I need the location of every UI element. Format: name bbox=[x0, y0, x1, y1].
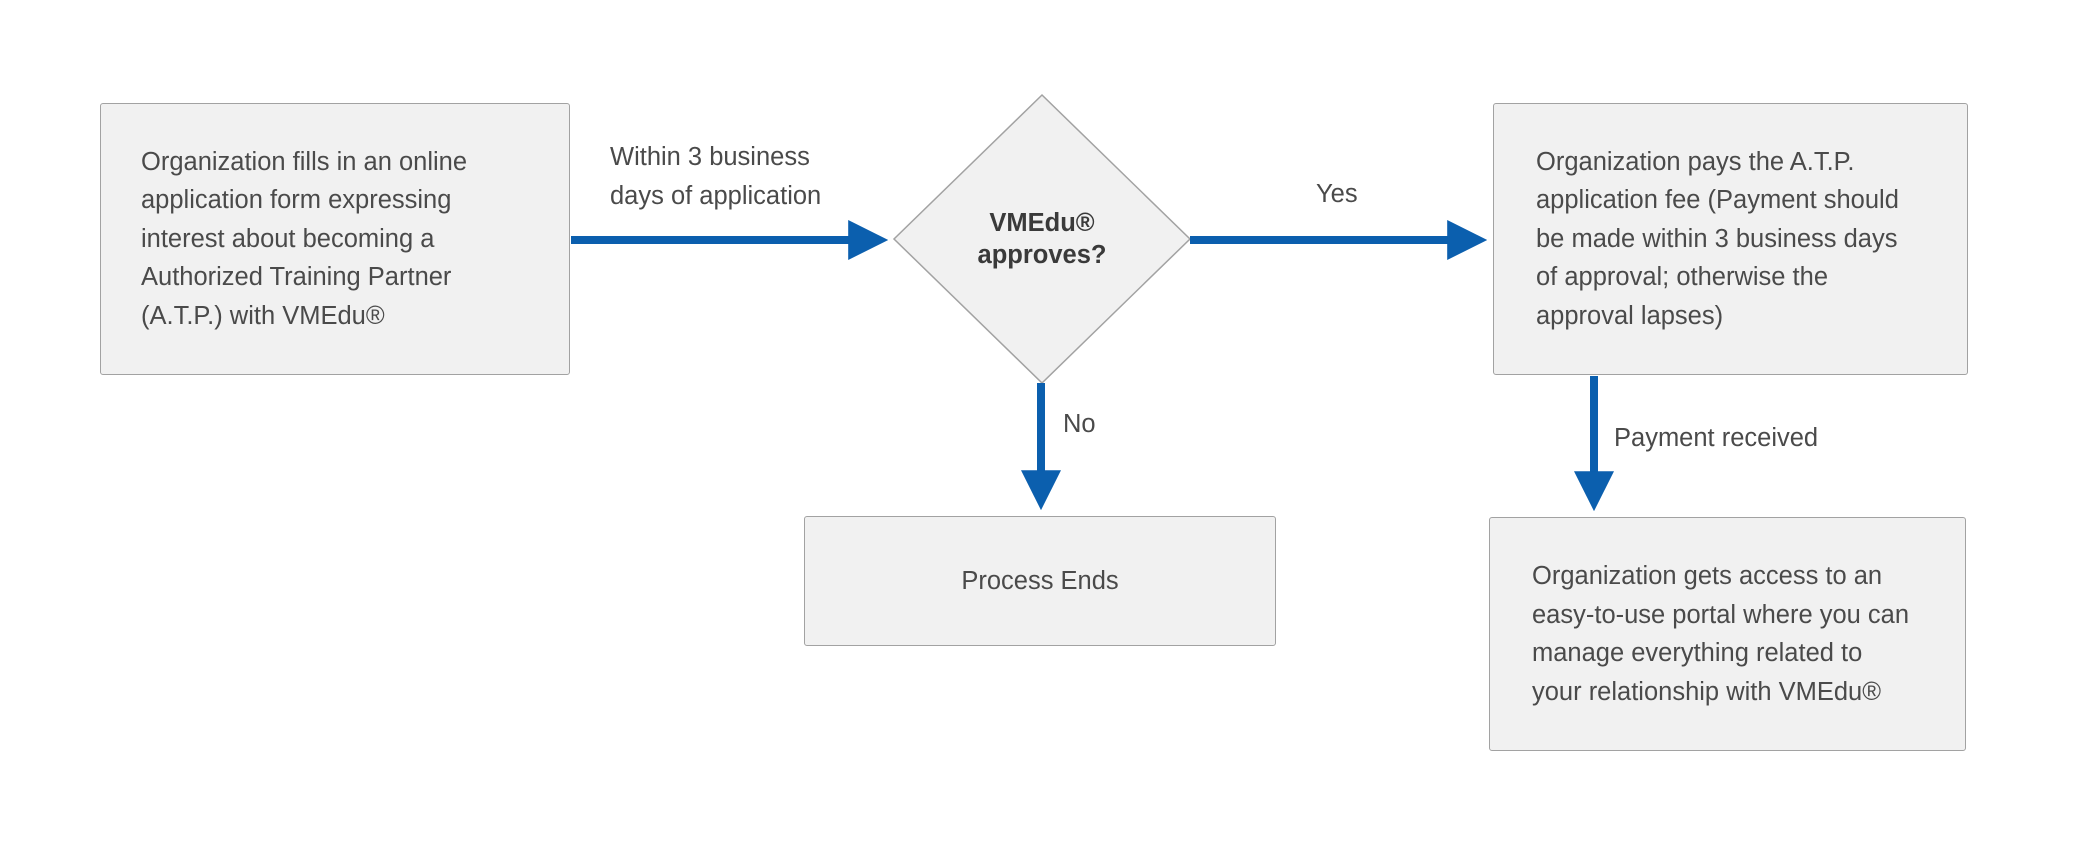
edge-label-payment-received: Payment received bbox=[1614, 424, 1819, 452]
node-application-label: Organization fills in an online applicat… bbox=[141, 147, 468, 330]
edge-label-within-3-business-days: Within 3 business days of application bbox=[610, 143, 822, 210]
node-payment-label: Organization pays the A.T.P. application… bbox=[1536, 147, 1899, 330]
node-portal-label: Organization gets access to an easy-to-u… bbox=[1532, 562, 1910, 706]
edge-label-yes: Yes bbox=[1316, 180, 1358, 208]
node-portal[interactable]: Organization gets access to an easy-to-u… bbox=[1489, 517, 1966, 751]
node-process-ends-label: Process Ends bbox=[961, 566, 1119, 595]
edge-label-no: No bbox=[1063, 410, 1096, 438]
node-process-ends[interactable]: Process Ends bbox=[804, 516, 1276, 646]
node-application[interactable]: Organization fills in an online applicat… bbox=[100, 103, 570, 375]
node-payment[interactable]: Organization pays the A.T.P. application… bbox=[1493, 103, 1968, 375]
node-decision-label: VMEdu® approves? bbox=[977, 209, 1107, 269]
node-decision[interactable]: VMEdu® approves? bbox=[894, 95, 1190, 383]
